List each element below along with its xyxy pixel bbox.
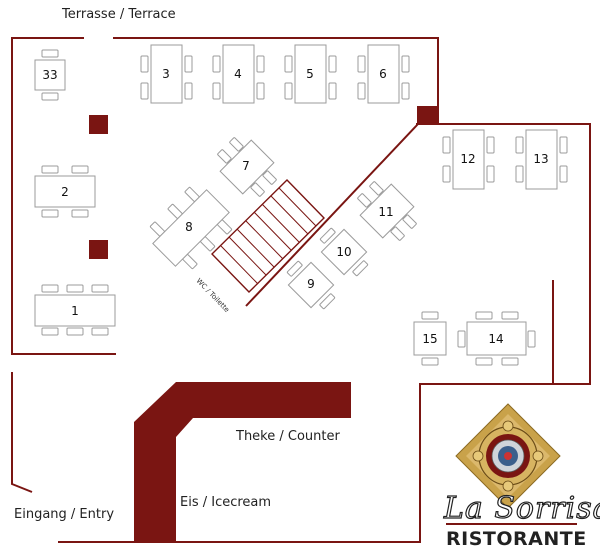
table-13[interactable]: 13 <box>515 129 568 190</box>
table-number: 14 <box>488 332 503 346</box>
table-number: 3 <box>162 67 170 81</box>
pillar <box>417 106 438 125</box>
table-number: 9 <box>307 277 315 291</box>
brand-name: La Sorrisa <box>443 491 600 526</box>
table-number: 15 <box>422 332 437 346</box>
table-number: 2 <box>61 185 69 199</box>
restaurant-logo <box>455 403 561 509</box>
table-2[interactable]: 2 <box>34 165 96 218</box>
table-10[interactable] <box>314 222 373 281</box>
table-12[interactable]: 12 <box>442 129 495 190</box>
wc-label: WC / Toilette <box>195 277 231 314</box>
table-number: 10 <box>336 245 351 259</box>
table-15[interactable]: 15 <box>413 311 447 366</box>
table-number: 8 <box>185 220 193 234</box>
brand-subtitle: RISTORANTE <box>446 528 587 550</box>
counter <box>134 382 351 542</box>
table-4[interactable]: 4 <box>212 44 265 104</box>
pillar <box>89 240 108 259</box>
table-1[interactable]: 1 <box>34 284 116 336</box>
table-number: 7 <box>242 159 250 173</box>
table-number: 6 <box>379 67 387 81</box>
pillar <box>89 115 108 134</box>
table-5[interactable]: 5 <box>284 44 337 104</box>
table-33[interactable]: 33 <box>34 49 66 101</box>
table-number: 13 <box>533 152 548 166</box>
table-number: 4 <box>234 67 242 81</box>
table-8[interactable] <box>143 180 239 276</box>
table-9[interactable] <box>281 255 340 314</box>
table-number: 11 <box>378 205 393 219</box>
terrace-label: Terrasse / Terrace <box>61 7 176 22</box>
table-6[interactable]: 6 <box>357 44 410 104</box>
table-number: 5 <box>306 67 314 81</box>
icecream-label: Eis / Icecream <box>180 495 271 510</box>
table-number: 12 <box>460 152 475 166</box>
table-11[interactable] <box>350 174 424 248</box>
table-number: 1 <box>71 304 79 318</box>
table-7[interactable] <box>210 130 284 204</box>
table-14[interactable]: 14 <box>457 311 536 366</box>
table-3[interactable]: 3 <box>140 44 193 104</box>
counter-label: Theke / Counter <box>235 429 340 444</box>
table-number: 33 <box>42 68 57 82</box>
entry-label: Eingang / Entry <box>14 507 114 522</box>
staircase <box>211 179 325 293</box>
